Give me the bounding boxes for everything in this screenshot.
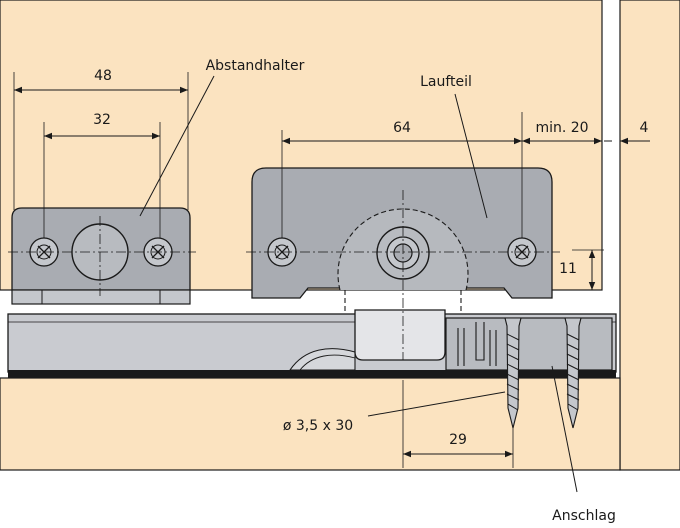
dim-min20: min. 20 <box>535 120 588 136</box>
wood-screw-left-icon <box>504 317 522 429</box>
dim-48: 48 <box>94 68 112 84</box>
rail-housing-arc-inner <box>299 354 356 371</box>
dim-32: 32 <box>93 112 111 128</box>
wood-screw-right-icon <box>564 317 582 429</box>
label-runner: Laufteil <box>420 74 472 90</box>
rail-base-strip <box>8 370 616 378</box>
dim-screw: ø 3,5 x 30 <box>283 418 353 434</box>
dim-29: 29 <box>449 432 467 448</box>
cabinet-side-panel <box>619 0 680 471</box>
dim-11: 11 <box>559 261 577 277</box>
dim-64: 64 <box>393 120 411 136</box>
dimension-lines <box>14 86 650 458</box>
leader-lines <box>139 75 578 493</box>
center-lines <box>8 190 560 360</box>
label-stop: Anschlag <box>552 508 616 524</box>
wheel-carrier-block <box>354 309 446 361</box>
spacer-foot-notches <box>41 290 161 304</box>
label-spacer: Abstandhalter <box>206 58 305 74</box>
stop-body <box>445 317 613 371</box>
runner-wheel-lower <box>344 290 462 312</box>
spacer-foot <box>11 289 191 305</box>
dim-4: 4 <box>640 120 649 136</box>
stop-slots <box>457 322 497 366</box>
